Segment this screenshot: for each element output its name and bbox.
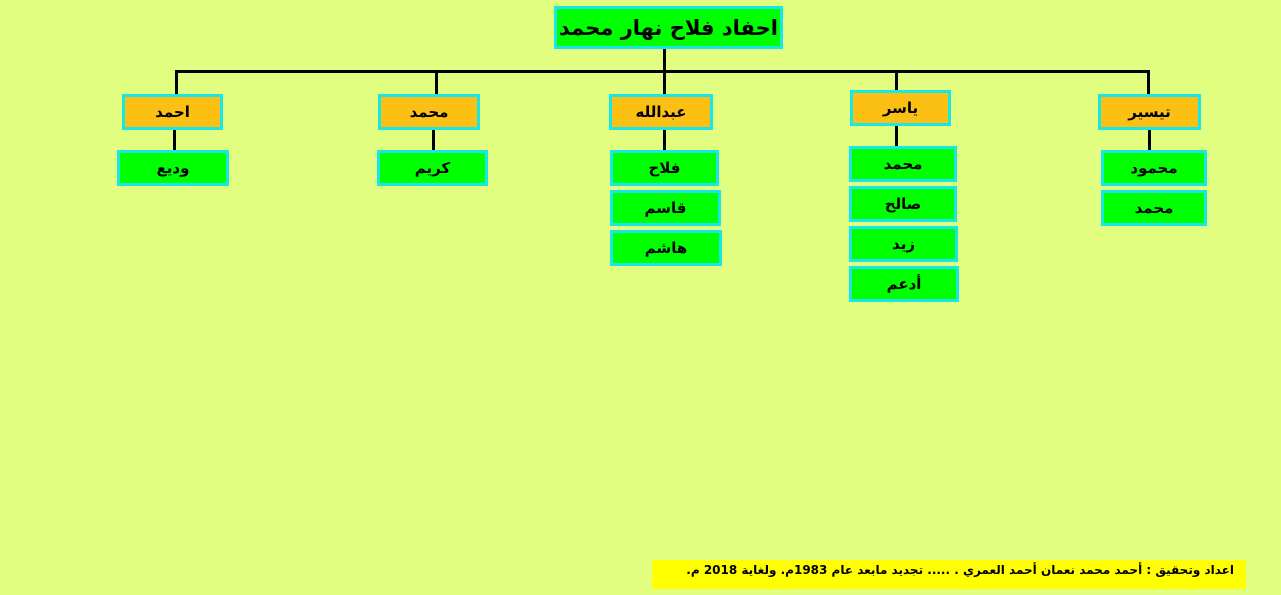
root-node: احفاد فلاح نهار محمد xyxy=(554,6,783,49)
credits-footer: اعداد وتحقيق : أحمد محمد نعمان أحمد العم… xyxy=(652,560,1246,589)
child-connector-ahmad xyxy=(173,129,176,151)
grandchild-node: قاسم xyxy=(610,190,721,226)
child-connector-abdullah xyxy=(663,129,666,151)
child-connector-tayseer xyxy=(1148,129,1151,151)
grandchild-node: زيد xyxy=(849,226,958,262)
son-node-abdullah: عبدالله xyxy=(609,94,713,130)
root-connector xyxy=(663,48,666,73)
child-connector-yaser xyxy=(895,125,898,148)
son-connector-ahmad xyxy=(175,70,178,96)
son-connector-abdullah xyxy=(663,73,666,96)
son-connector-mohammad xyxy=(435,73,438,96)
son-node-yaser: ياسر xyxy=(850,90,951,126)
son-connector-yaser xyxy=(895,73,898,92)
grandchild-node: محمد xyxy=(849,146,957,182)
son-connector-tayseer xyxy=(1147,70,1150,96)
son-node-mohammad: محمد xyxy=(378,94,480,130)
grandchild-node: فلاح xyxy=(610,150,719,186)
horizontal-connector xyxy=(175,70,1150,73)
grandchild-node: محمد xyxy=(1101,190,1207,226)
grandchild-node: وديع xyxy=(117,150,229,186)
son-node-ahmad: احمد xyxy=(122,94,223,130)
grandchild-node: أدعم xyxy=(849,266,959,302)
grandchild-node: هاشم xyxy=(610,230,722,266)
grandchild-node: محمود xyxy=(1101,150,1207,186)
grandchild-node: كريم xyxy=(377,150,488,186)
grandchild-node: صالح xyxy=(849,186,957,222)
child-connector-mohammad xyxy=(432,129,435,151)
son-node-tayseer: تيسير xyxy=(1098,94,1201,130)
